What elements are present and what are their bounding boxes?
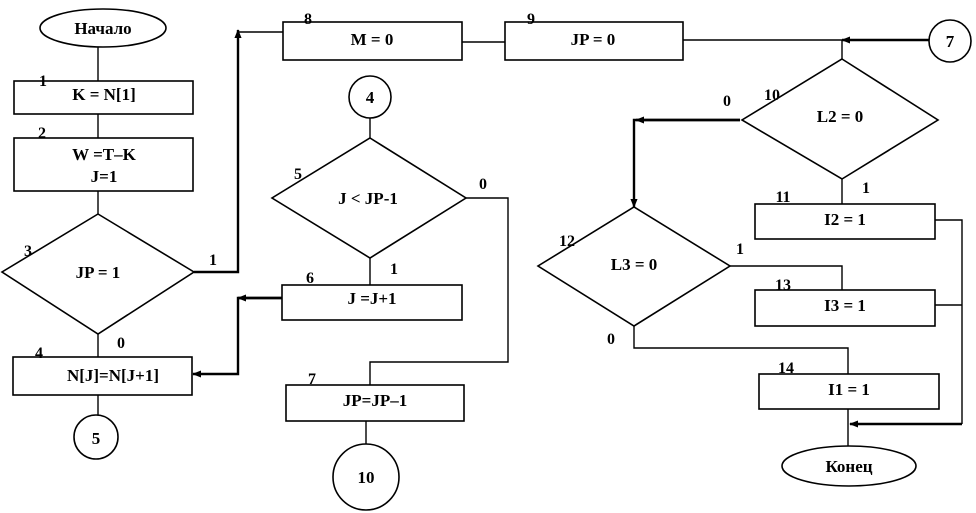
block-2-text-line1: W =T–K [72, 145, 136, 164]
block-5-yes-label: 1 [390, 261, 398, 278]
connector-10: 10 [332, 443, 400, 511]
block-5-no-label: 0 [479, 176, 487, 193]
block-14-text: I1 = 1 [828, 380, 870, 399]
block-7-number: 7 [308, 371, 316, 388]
block-10-yes-label: 1 [862, 180, 870, 197]
block-13-text: I3 = 1 [824, 296, 866, 315]
connector-7: 7 [928, 19, 972, 63]
block-1-text: K = N[1] [72, 85, 136, 104]
block-9-text: JP = 0 [571, 30, 616, 49]
block-5-text: J < JP-1 [338, 189, 398, 208]
connector-5-label: 5 [92, 429, 101, 448]
decision-block-3: 3 JP = 1 1 0 [0, 213, 217, 352]
block-3-number: 3 [24, 243, 32, 260]
process-block-11: 11 I2 = 1 [754, 189, 936, 240]
process-block-6: 6 J =J+1 [281, 270, 463, 321]
process-block-9: 9 JP = 0 [504, 11, 684, 61]
block-3-yes-label: 1 [209, 252, 217, 269]
block-10-number: 10 [764, 87, 780, 104]
block-3-text: JP = 1 [76, 263, 121, 282]
start-terminal: Начало [39, 8, 167, 48]
block-6-text: J =J+1 [347, 289, 396, 308]
connector-4-label: 4 [366, 88, 375, 107]
end-terminal: Конец [781, 445, 917, 487]
block-12-no-label: 0 [607, 331, 615, 348]
process-block-14: 14 I1 = 1 [758, 360, 940, 410]
block-8-number: 8 [304, 11, 312, 28]
block-2-text-line2: J=1 [91, 167, 118, 186]
block-10-text: L2 = 0 [817, 107, 864, 126]
block-12-number: 12 [559, 233, 575, 250]
block-4-number: 4 [35, 345, 43, 362]
block-14-number: 14 [778, 360, 794, 377]
flow-lines [97, 29, 963, 450]
process-block-8: 8 M = 0 [282, 11, 463, 61]
block-4-text: N[J]=N[J+1] [67, 366, 159, 385]
connector-7-label: 7 [946, 32, 955, 51]
block-13-number: 13 [775, 277, 791, 294]
block-3-no-label: 0 [117, 335, 125, 352]
process-block-2: 2 W =T–K J=1 [13, 125, 194, 192]
block-8-text: M = 0 [351, 30, 394, 49]
block-6-number: 6 [306, 270, 314, 287]
process-block-1: 1 K = N[1] [13, 73, 194, 115]
connector-5: 5 [73, 414, 119, 460]
block-11-text: I2 = 1 [824, 210, 866, 229]
start-label: Начало [74, 19, 131, 38]
process-block-4: 4 N[J]=N[J+1] [12, 345, 193, 396]
block-9-number: 9 [527, 11, 535, 28]
decision-block-5: 5 J < JP-1 0 1 [270, 137, 487, 278]
block-12-text: L3 = 0 [611, 255, 658, 274]
connector-4: 4 [348, 75, 392, 119]
block-2-number: 2 [38, 125, 46, 142]
block-1-number: 1 [39, 73, 47, 90]
process-block-13: 13 I3 = 1 [754, 277, 936, 327]
block-7-text: JP=JP–1 [343, 391, 407, 410]
block-5-number: 5 [294, 166, 302, 183]
end-label: Конец [825, 457, 872, 476]
block-12-yes-label: 1 [736, 241, 744, 258]
process-block-7: 7 JP=JP–1 [285, 371, 465, 422]
decision-block-10: 10 L2 = 0 0 1 [723, 58, 940, 197]
connector-10-label: 10 [358, 468, 375, 487]
block-11-number: 11 [775, 189, 790, 206]
decision-block-12: 12 L3 = 0 1 0 [536, 206, 744, 348]
block-10-no-label: 0 [723, 93, 731, 110]
